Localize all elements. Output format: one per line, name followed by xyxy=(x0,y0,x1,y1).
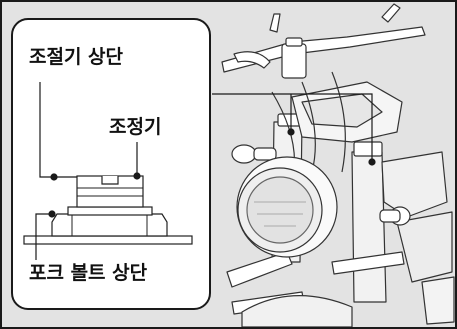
motorcycle-illustration xyxy=(221,3,455,327)
master-cylinder xyxy=(281,43,307,79)
fork-cap-right xyxy=(353,141,383,157)
label-fork-bolt-top: 포크 볼트 상단 xyxy=(29,262,148,284)
figure-canvas xyxy=(11,3,455,327)
leader-adjuster-top xyxy=(39,82,77,178)
fork-tube-right xyxy=(351,151,387,303)
label-adjuster-top: 조절기 상단 xyxy=(29,46,124,68)
leader-lines xyxy=(35,82,141,260)
callout-line-main xyxy=(212,93,373,162)
callout-lines xyxy=(212,93,376,166)
handlebar xyxy=(221,26,426,73)
fork-top-plate xyxy=(23,235,193,245)
label-adjuster: 조정기 xyxy=(109,116,162,138)
turn-signal-left xyxy=(231,144,257,164)
adjuster-slot xyxy=(101,176,119,185)
fork-bolt-hex xyxy=(51,213,168,237)
fork-bolt-drawing xyxy=(23,175,193,245)
brake-lever xyxy=(233,51,271,69)
leader-fork-bolt-top xyxy=(35,213,52,260)
